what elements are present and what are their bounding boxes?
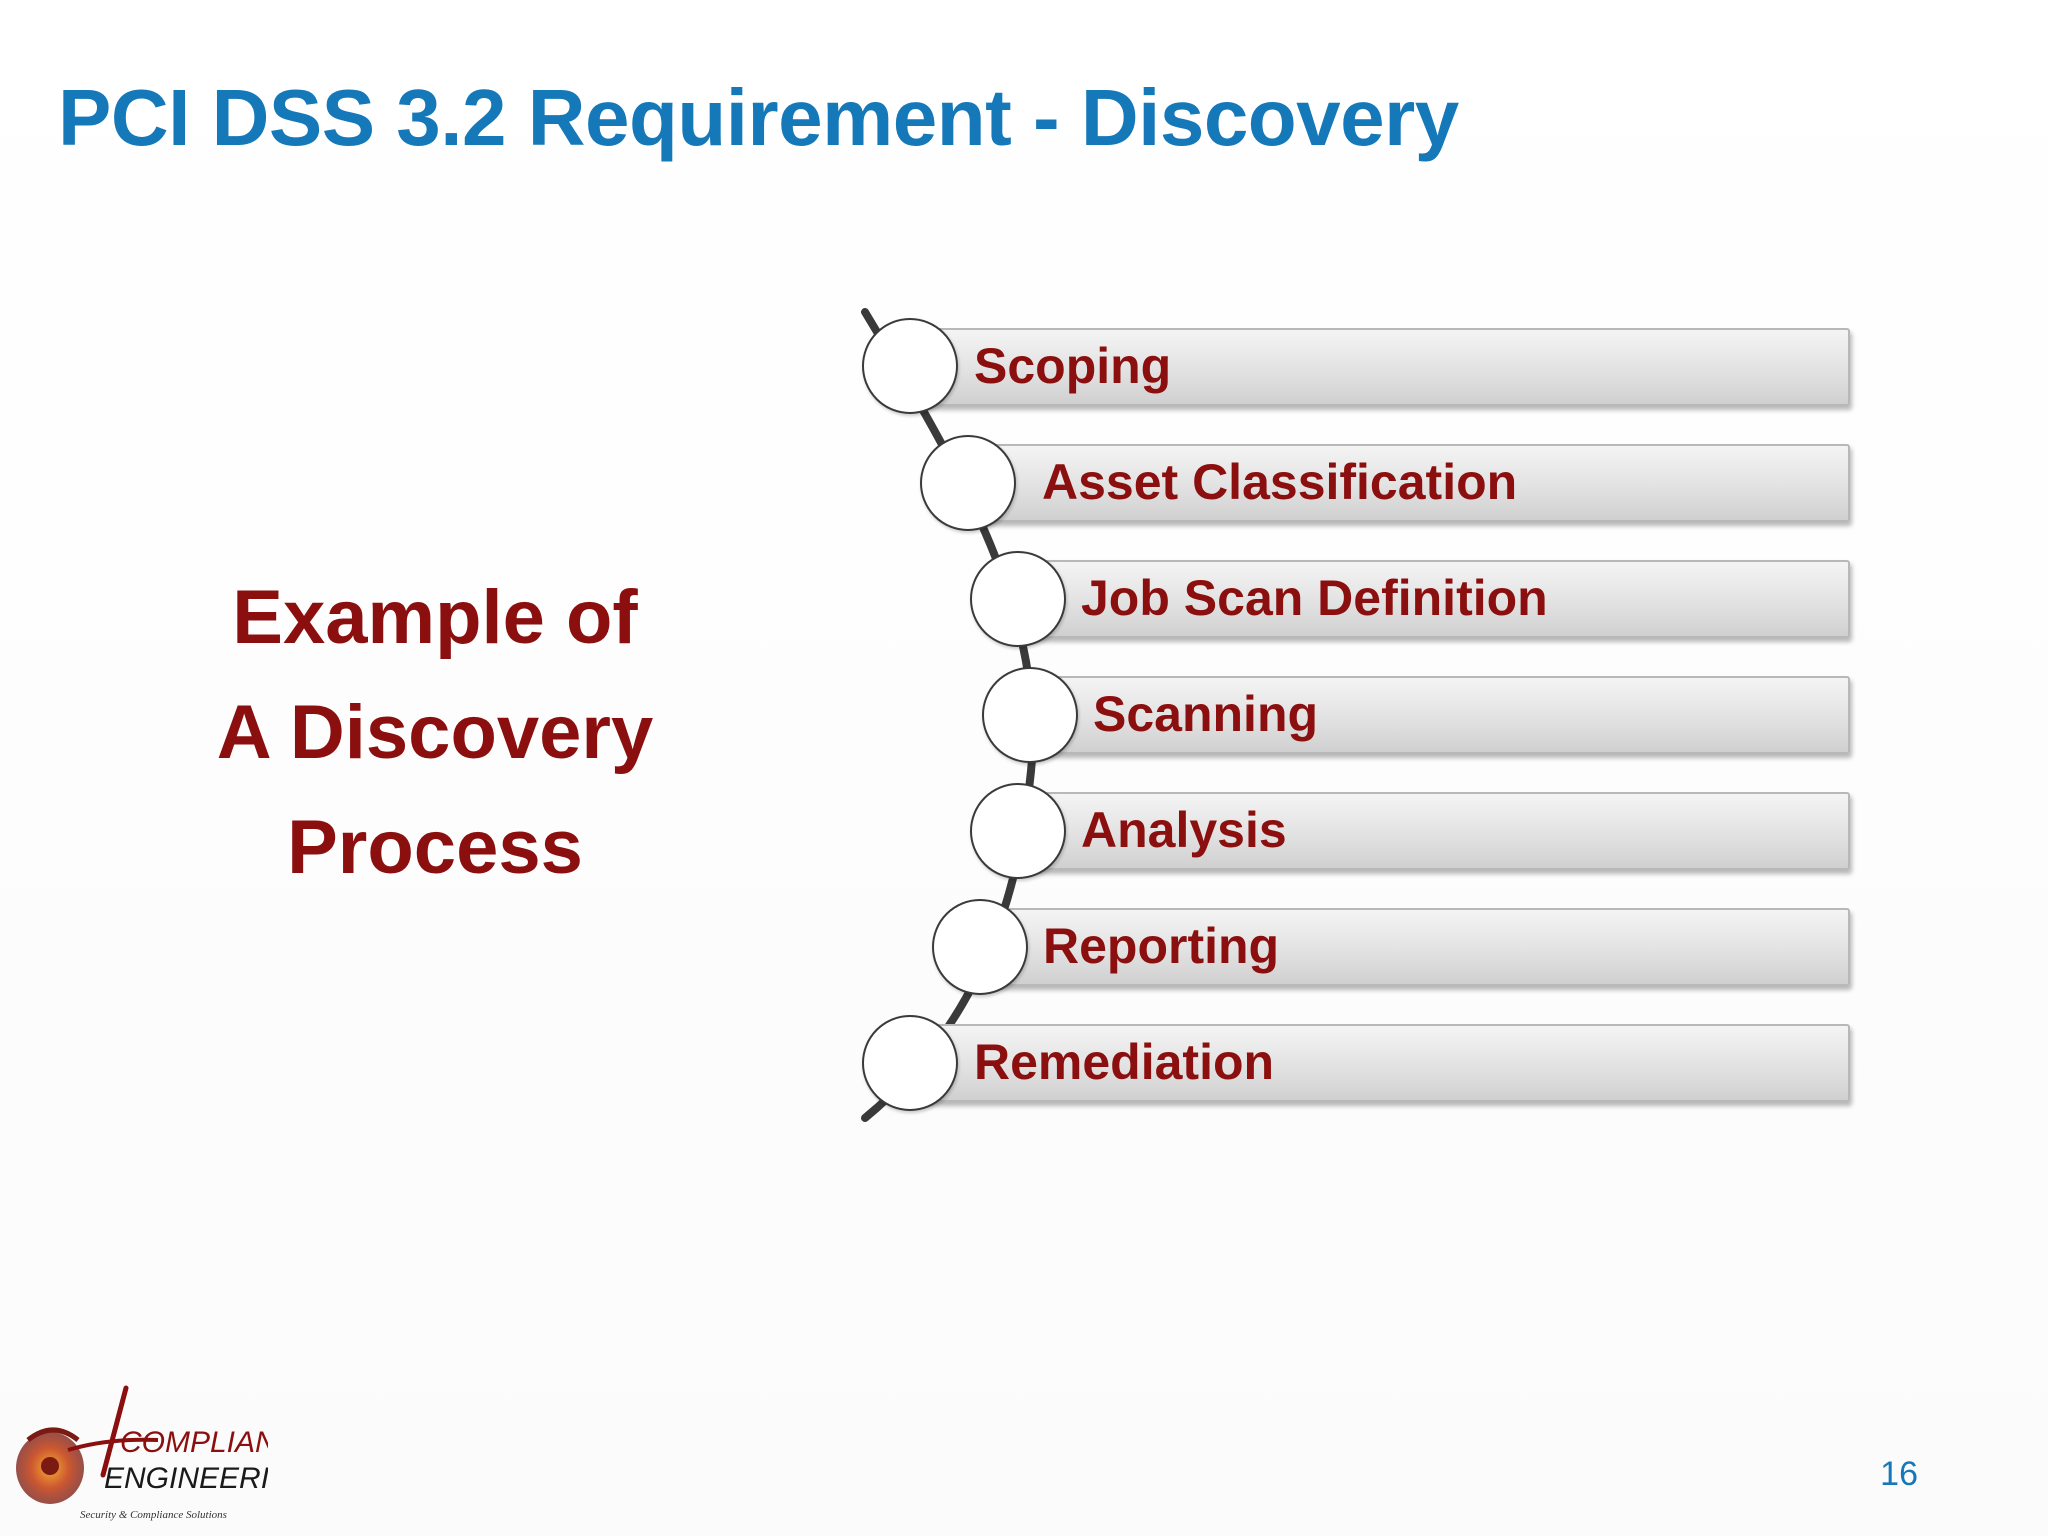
step-label-asset-classification: Asset Classification bbox=[1042, 454, 1518, 510]
step-circle-scoping bbox=[862, 318, 958, 414]
step-circle-scanning bbox=[982, 667, 1078, 763]
step-label-remediation: Remediation bbox=[974, 1034, 1275, 1090]
side-heading-line-2: A Discovery bbox=[216, 690, 654, 775]
step-bar-analysis bbox=[1015, 792, 1850, 870]
step-circle-remediation bbox=[862, 1015, 958, 1111]
step-bar-remediation bbox=[905, 1024, 1850, 1102]
step-label-scanning: Scanning bbox=[1093, 686, 1319, 742]
step-bar-job-scan-definition bbox=[1015, 560, 1850, 638]
step-label-job-scan-definition: Job Scan Definition bbox=[1081, 570, 1548, 626]
svg-text:COMPLIANCE: COMPLIANCE bbox=[120, 1426, 268, 1459]
step-bar-scoping bbox=[905, 328, 1850, 406]
step-bar-asset-classification bbox=[965, 444, 1850, 522]
step-label-reporting: Reporting bbox=[1043, 918, 1280, 974]
step-label-scoping: Scoping bbox=[974, 338, 1172, 394]
step-circle-reporting bbox=[932, 899, 1028, 995]
step-bar-scanning bbox=[1025, 676, 1850, 754]
step-circle-asset-classification bbox=[920, 435, 1016, 531]
side-heading: Example of A Discovery Process bbox=[150, 560, 720, 905]
step-circle-job-scan-definition bbox=[970, 551, 1066, 647]
slide-title: PCI DSS 3.2 Requirement - Discovery bbox=[58, 73, 1459, 162]
side-heading-line-3: Process bbox=[287, 805, 583, 890]
page-number: 16 bbox=[1880, 1455, 1918, 1493]
step-label-analysis: Analysis bbox=[1081, 802, 1287, 858]
compliance-engineering-logo: COMPLIANCE ENGINEERING Security & Compli… bbox=[16, 1385, 268, 1521]
side-heading-line-1: Example of bbox=[232, 575, 638, 660]
svg-text:ENGINEERING: ENGINEERING bbox=[104, 1462, 268, 1495]
svg-text:Security & Compliance Solution: Security & Compliance Solutions bbox=[80, 1509, 227, 1521]
step-circle-analysis bbox=[970, 783, 1066, 879]
